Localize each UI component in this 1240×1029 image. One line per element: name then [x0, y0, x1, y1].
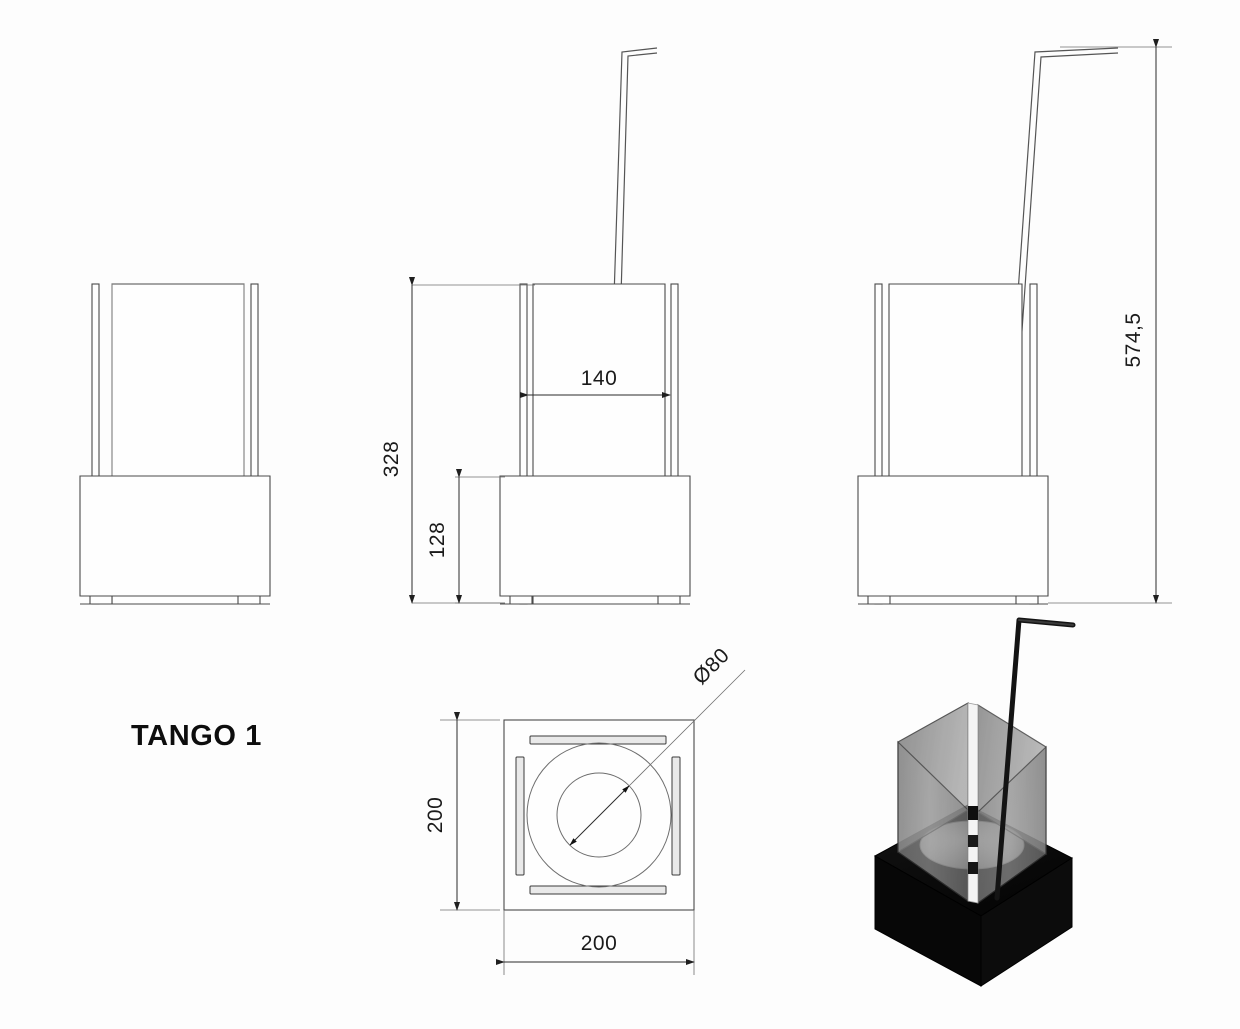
- render-base-front-right: [980, 857, 1073, 987]
- slot-bottom: [529, 885, 667, 895]
- rear-elevation-view: [857, 47, 1119, 605]
- burner-outer-circle: [526, 742, 672, 888]
- dim-label-140: 140: [581, 367, 618, 390]
- foot-right: [1015, 595, 1039, 605]
- dimension-328: 328: [380, 276, 535, 604]
- render-clip-3: [968, 862, 978, 874]
- front-elevation-view: [499, 47, 691, 605]
- dim-label-574-5: 574,5: [1122, 312, 1145, 367]
- slot-top: [529, 735, 667, 745]
- dimension-140: 140: [519, 367, 671, 399]
- dim-label-diameter-80: Ø80: [689, 644, 734, 689]
- render-poker-handle-highlight: [1018, 619, 1074, 626]
- foot-left: [509, 595, 533, 605]
- foot-left: [867, 595, 891, 605]
- page-title: TANGO 1: [131, 720, 262, 752]
- plan-view: Ø80: [503, 644, 746, 911]
- slot-left: [515, 756, 525, 876]
- foot-right: [237, 595, 261, 605]
- dimension-plan-depth-200: 200: [424, 711, 500, 911]
- diameter-dim-line: [569, 785, 630, 846]
- base-box: [79, 475, 271, 597]
- isometric-render: [873, 617, 1076, 987]
- diameter-leader: [628, 669, 746, 787]
- plan-outer-square: [503, 719, 695, 911]
- dim-label-plan-depth: 200: [424, 797, 447, 834]
- dim-label-328: 328: [380, 441, 403, 478]
- dimension-plan-width-200: 200: [495, 910, 695, 975]
- dim-label-128: 128: [426, 522, 449, 559]
- dim-label-plan-width: 200: [581, 932, 618, 955]
- burner-inner-circle: [556, 772, 642, 858]
- foot-left: [89, 595, 113, 605]
- render-clip-2: [968, 835, 978, 847]
- foot-right: [657, 595, 681, 605]
- base-box: [857, 475, 1049, 597]
- dimension-128: 128: [426, 468, 505, 604]
- side-elevation-view: [79, 283, 271, 605]
- render-clip-1: [968, 806, 978, 820]
- dimension-574-5: 574,5: [1048, 38, 1172, 604]
- slot-right: [671, 756, 681, 876]
- base-box: [499, 475, 691, 597]
